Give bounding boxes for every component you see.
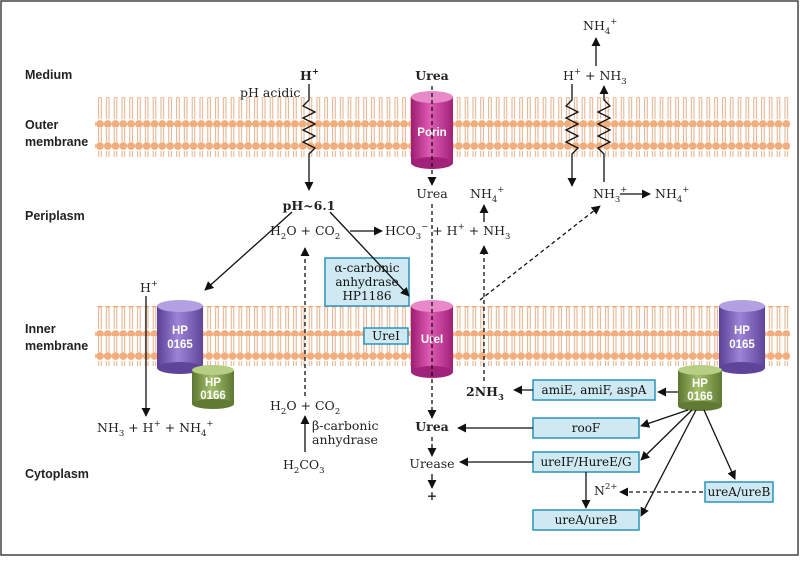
alpha-box-line-1: α-carbonic: [335, 261, 400, 275]
nh4-periplasm-right: NH4+: [655, 185, 689, 205]
h2co3-label: H2CO3: [283, 457, 325, 476]
gene-box-ureab-right-label: ureA/ureB: [708, 485, 771, 499]
arrow-to-nh3-plus: [479, 205, 601, 301]
hp0165-left-label-1: HP: [172, 325, 188, 337]
arrows: [141, 37, 736, 517]
gene-box-ureab-bottom: ureA/ureB: [532, 509, 640, 531]
gene-box-amie: amiE, amiF, aspA: [532, 379, 656, 401]
hp0166-right-label-1: HP: [692, 378, 708, 390]
h-plus-left: H+: [140, 279, 158, 295]
hp0165-right: HP 0165: [719, 300, 765, 374]
gene-box-amie-label: amiE, amiF, aspA: [542, 383, 647, 397]
region-cytoplasm: Cytoplasm: [25, 467, 89, 481]
alpha-box-line-2: anhydrase: [335, 275, 398, 289]
gene-box-ureif-label: ureIF/HureE/G: [540, 455, 631, 469]
nh4-top: NH4+: [583, 17, 617, 37]
urea-cytoplasm: Urea: [415, 419, 449, 434]
hp0165-left-label-2: 0165: [167, 339, 193, 351]
region-outer-membrane-1: Outer: [25, 118, 58, 132]
hp0165-left: HP 0165: [157, 300, 203, 374]
gene-box-ureab-right: ureA/ureB: [704, 481, 774, 503]
porin-label: Porin: [417, 127, 446, 139]
beta-carbonic-1: β-carbonic: [312, 418, 378, 433]
nh4-periplasm: NH4+: [470, 185, 504, 205]
arrow-ph-to-hp0165: [204, 211, 293, 291]
hp0166-left-label-1: HP: [205, 377, 221, 389]
hp0166-right-label-2: 0166: [687, 391, 713, 403]
urea-medium: Urea: [415, 68, 449, 83]
gene-box-ureif: ureIF/HureE/G: [532, 451, 640, 473]
region-inner-membrane-1: Inner: [25, 322, 56, 336]
arrow-nh3-up: [596, 85, 612, 182]
gene-box-roof: rooF: [532, 417, 640, 439]
h2o-co2-periplasm: H2O + CO2: [270, 223, 340, 242]
region-periplasm: Periplasm: [25, 209, 85, 223]
hp0165-right-label-1: HP: [734, 325, 750, 337]
gene-box-roof-label: rooF: [572, 421, 601, 435]
arrow-hp0166-ureab-right: [703, 409, 736, 480]
urei-box-label: UreI: [372, 329, 400, 343]
urease-label: Urease: [409, 456, 454, 471]
hp0166-left-label-2: 0166: [200, 390, 226, 402]
region-inner-membrane-2: membrane: [25, 339, 88, 353]
nh3-plus-periplasm: NH3+: [593, 185, 627, 205]
ph-acidic-label: pH acidic: [240, 85, 300, 100]
arrow-h-plus-efflux: [564, 84, 580, 187]
two-nh3-label: 2NH3: [466, 384, 504, 403]
beta-carbonic-2: anhydrase: [312, 432, 378, 447]
h2o-co2-cytoplasm: H2O + CO2: [270, 398, 340, 417]
hp0166-left: HP 0166: [192, 365, 234, 409]
nh3-h-nh4-equation: NH3 + H+ + NH4+: [97, 419, 214, 439]
urea-periplasm: Urea: [416, 186, 448, 201]
hco3-equation: HCO3− + H+ + NH3: [385, 222, 510, 242]
region-medium: Medium: [25, 68, 72, 82]
nickel-label: N2+: [594, 482, 617, 498]
alpha-box-line-3: HP1186: [342, 289, 391, 303]
arrow-hp0166-roof: [640, 409, 689, 428]
urease-plus: +: [427, 488, 437, 503]
arrow-hp0166-ureab: [640, 409, 697, 517]
arrow-hp0166-ureif: [640, 409, 693, 461]
h-plus-medium: H+: [300, 67, 319, 83]
hp0166-right: HP 0166: [678, 365, 722, 411]
arrow-ph-to-urei: [329, 211, 410, 297]
arrow-h-plus-in: [301, 84, 317, 191]
ph-periplasm: pH~6.1: [283, 198, 336, 213]
hp0165-right-label-2: 0165: [729, 339, 755, 351]
region-outer-membrane-2: membrane: [25, 135, 88, 149]
urei-label-box: UreI: [363, 327, 409, 345]
h-plus-nh3-medium: H+ + NH3: [563, 67, 627, 87]
gene-box-ureab-bottom-label: ureA/ureB: [555, 513, 618, 527]
